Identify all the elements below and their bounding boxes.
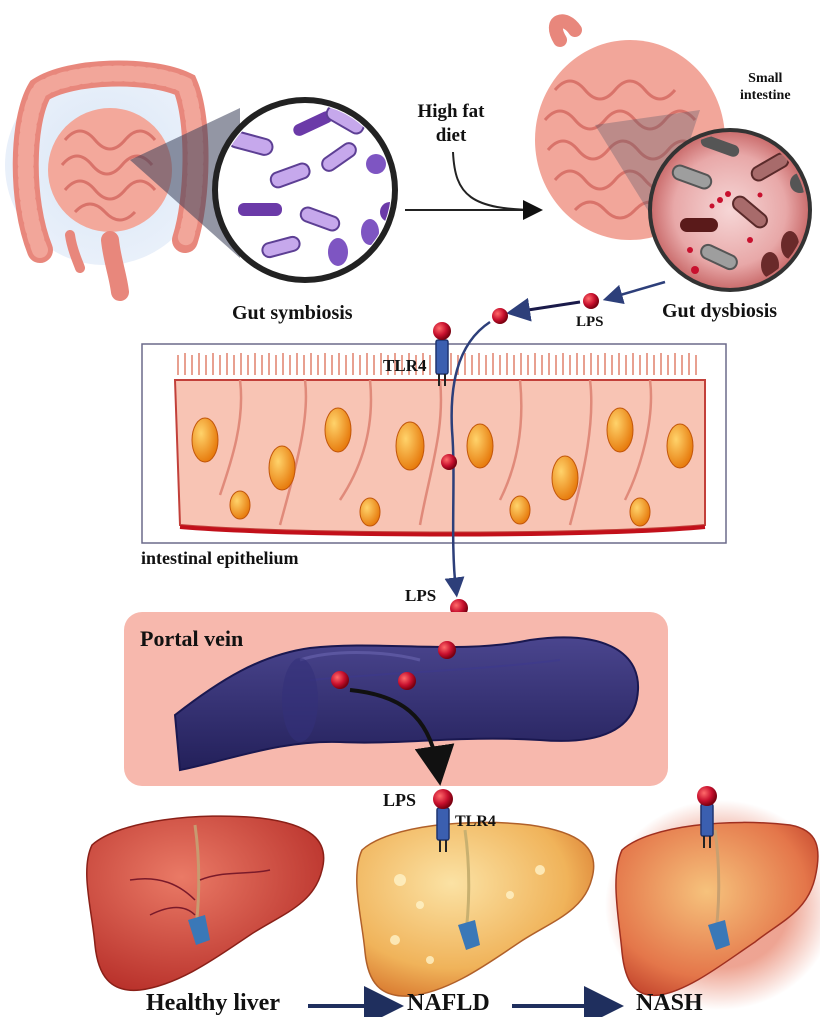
healthy-liver-label: Healthy liver	[146, 990, 280, 1017]
lps-particle	[583, 293, 599, 309]
gut-symbiosis-label: Gut symbiosis	[232, 302, 353, 325]
high-fat-diet-label: High fat diet	[405, 100, 497, 148]
tlr4-label-liver: TLR4	[455, 813, 496, 831]
healthy-liver-illustration	[87, 816, 324, 990]
lps-particle	[331, 671, 349, 689]
lps-label-top: LPS	[576, 314, 604, 331]
lps-particle	[398, 672, 416, 690]
small-intestine-label: Small intestine	[740, 70, 791, 104]
lps-label-liver: LPS	[383, 790, 416, 811]
tlr4-label-epithelium: TLR4	[383, 356, 426, 376]
healthy-bacteria-lens	[215, 100, 400, 280]
intestinal-epithelium-label: intestinal epithelium	[141, 548, 299, 569]
small-intestine-label-line1: Small	[740, 70, 791, 87]
lps-particle	[492, 308, 508, 324]
small-intestine-label-line2: intestine	[740, 87, 791, 104]
portal-vein-label: Portal vein	[140, 626, 243, 652]
dysbiosis-bacteria-lens	[650, 130, 810, 290]
lps-particle	[441, 454, 457, 470]
nafld-label: NAFLD	[407, 990, 490, 1017]
lps-particle	[438, 641, 456, 659]
high-fat-diet-line2: diet	[405, 124, 497, 148]
high-fat-diet-line1: High fat	[405, 100, 497, 124]
nafld-liver-illustration	[357, 822, 594, 996]
lps-label-mid: LPS	[405, 586, 436, 606]
gut-dysbiosis-label: Gut dysbiosis	[662, 300, 777, 323]
nash-label: NASH	[636, 990, 703, 1017]
